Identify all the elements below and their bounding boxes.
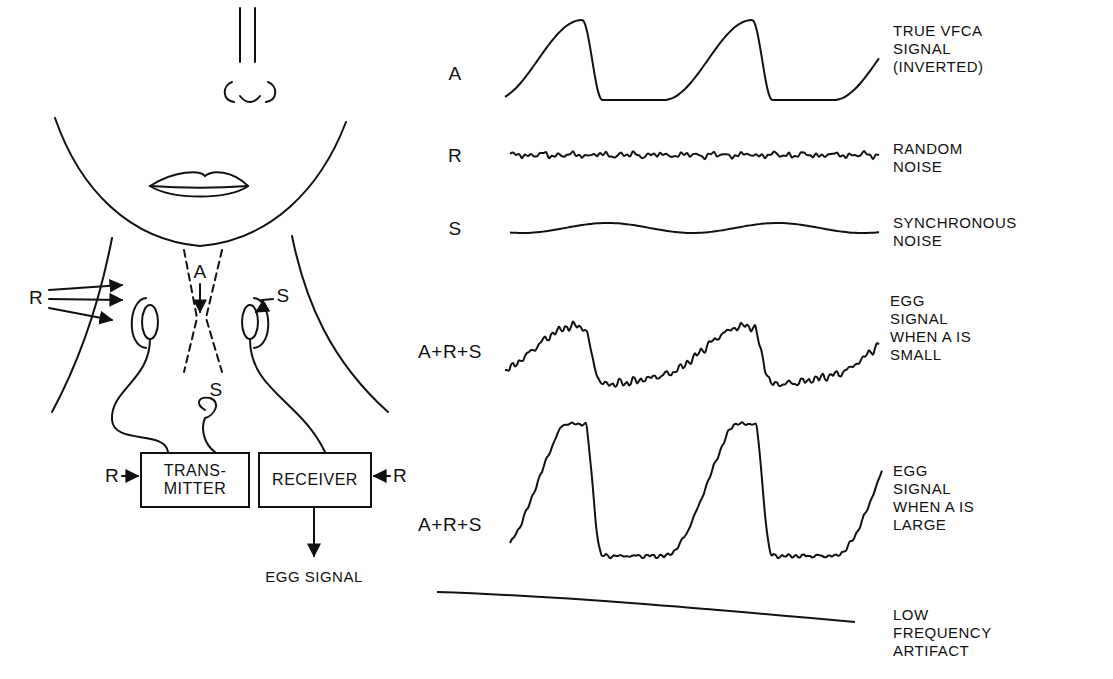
wire <box>250 339 325 452</box>
lips <box>150 172 248 196</box>
output-label: EGG SIGNAL <box>265 568 363 586</box>
nose-line <box>254 8 256 62</box>
jaw <box>55 118 346 246</box>
synchronous-noise-waveform <box>510 223 879 233</box>
box-label: TRANS- MITTER <box>142 462 248 499</box>
trace-letter: A+R+S <box>418 341 482 364</box>
signal-letter: R <box>105 465 119 488</box>
trace-caption: EGG SIGNAL WHEN A IS SMALL <box>890 292 986 364</box>
vfca-waveform <box>505 20 879 100</box>
neck-outline <box>292 236 388 412</box>
pointer-arrow <box>256 299 273 312</box>
signal-letter: S <box>276 285 289 308</box>
trace-caption: RANDOM NOISE <box>893 140 989 176</box>
trace-caption: TRUE VFCA SIGNAL (INVERTED) <box>893 22 989 76</box>
noise-arrow <box>374 475 390 477</box>
output-arrow <box>313 508 315 556</box>
electrode <box>132 298 146 348</box>
trace-caption: EGG SIGNAL WHEN A IS LARGE <box>893 462 989 534</box>
electrode <box>142 305 158 339</box>
signal-letter: S <box>209 379 222 402</box>
noise-arrow <box>49 299 122 300</box>
trace-caption: SYNCHRONOUS NOISE <box>893 214 1017 250</box>
noise-arrow <box>49 285 122 290</box>
signal-letter: A <box>193 261 206 284</box>
neck-outline <box>52 238 112 412</box>
random-noise-waveform <box>510 151 879 159</box>
trace-letter: S <box>448 218 461 241</box>
vocal-fold <box>206 250 222 372</box>
wire <box>112 339 168 452</box>
trace-caption: LOW FREQUENCY ARTIFACT <box>893 606 1027 660</box>
lips <box>150 186 248 188</box>
wire <box>199 398 216 452</box>
signal-letter: R <box>29 287 43 310</box>
signal-letter: R <box>393 465 407 488</box>
process-box: RECEIVER <box>258 452 372 508</box>
egg-small-waveform <box>505 322 879 387</box>
low-frequency-waveform <box>437 592 855 622</box>
trace-letter: R <box>448 145 462 168</box>
noise-arrow <box>122 475 138 477</box>
pointer-arrow <box>199 284 201 312</box>
noise-arrow <box>49 308 112 320</box>
trace-letter: A <box>448 63 461 86</box>
electrode <box>242 305 258 339</box>
egg-large-waveform <box>510 422 882 558</box>
process-box: TRANS- MITTER <box>140 452 250 508</box>
box-label: RECEIVER <box>272 471 358 489</box>
trace-letter: A+R+S <box>418 514 482 537</box>
nose <box>225 82 276 102</box>
nose-line <box>239 8 241 62</box>
